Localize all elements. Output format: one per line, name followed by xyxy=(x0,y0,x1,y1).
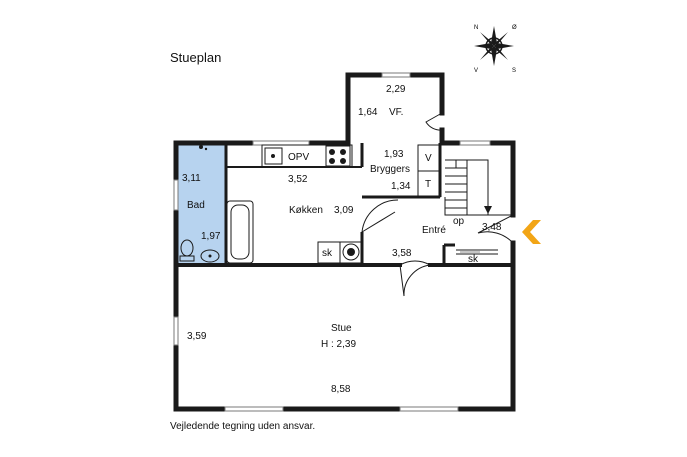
entre-width: 3,48 xyxy=(482,222,502,233)
washbasin-icon xyxy=(200,249,220,263)
stove-icon xyxy=(325,145,351,167)
entrance-cabinet xyxy=(456,249,498,255)
compass-n: N xyxy=(474,25,478,31)
disclaimer: Vejledende tegning uden ansvar. xyxy=(170,421,315,432)
washer-icon xyxy=(339,241,363,264)
stairs-label: op xyxy=(453,216,465,227)
bryggers-depth: 1,34 xyxy=(391,181,411,192)
bad-depth: 1,97 xyxy=(201,231,221,242)
entrance-cabinet-label: sk xyxy=(468,254,479,265)
sink-icon xyxy=(264,147,283,165)
bad-width: 3,11 xyxy=(182,173,201,184)
compass-s: S xyxy=(512,68,516,74)
vf-width: 2,29 xyxy=(386,84,406,95)
bryggers-width: 1,93 xyxy=(384,149,404,160)
kokken-width: 3,52 xyxy=(288,174,308,185)
shower-icon xyxy=(199,145,208,151)
bathroom-fill xyxy=(176,143,226,263)
entre-name: Entré xyxy=(422,225,446,236)
entre-depth: 3,58 xyxy=(392,248,412,259)
toilet-icon xyxy=(179,239,195,262)
dryer-label: T xyxy=(425,179,431,190)
kokken-name: Køkken xyxy=(289,205,323,216)
dishwasher-label: OPV xyxy=(288,152,309,163)
stue-name: Stue xyxy=(331,323,352,334)
bad-name: Bad xyxy=(187,200,205,211)
bryggers-appliances xyxy=(417,144,441,198)
stue-width: 8,58 xyxy=(331,384,351,395)
vf-depth: 1,64 xyxy=(358,107,378,118)
bathtub-icon xyxy=(226,200,254,264)
stue-height: H : 2,39 xyxy=(321,339,356,350)
stairs-icon xyxy=(444,159,512,216)
compass-sw: V xyxy=(474,68,478,74)
kitchen-counter xyxy=(261,144,353,168)
washer-label: V xyxy=(425,153,432,164)
windows xyxy=(173,72,491,412)
kitchen-cabinet-label: sk xyxy=(322,248,333,259)
kokken-depth: 3,09 xyxy=(334,205,354,216)
entrance-arrow-icon xyxy=(522,220,541,244)
plan-title: Stueplan xyxy=(170,50,221,65)
compass-ne: Ø xyxy=(512,25,517,31)
stue-depth: 3,59 xyxy=(187,331,207,342)
compass-icon xyxy=(474,26,514,66)
vf-name: VF. xyxy=(389,107,403,118)
doors xyxy=(361,112,514,297)
bryggers-name: Bryggers xyxy=(370,164,410,175)
